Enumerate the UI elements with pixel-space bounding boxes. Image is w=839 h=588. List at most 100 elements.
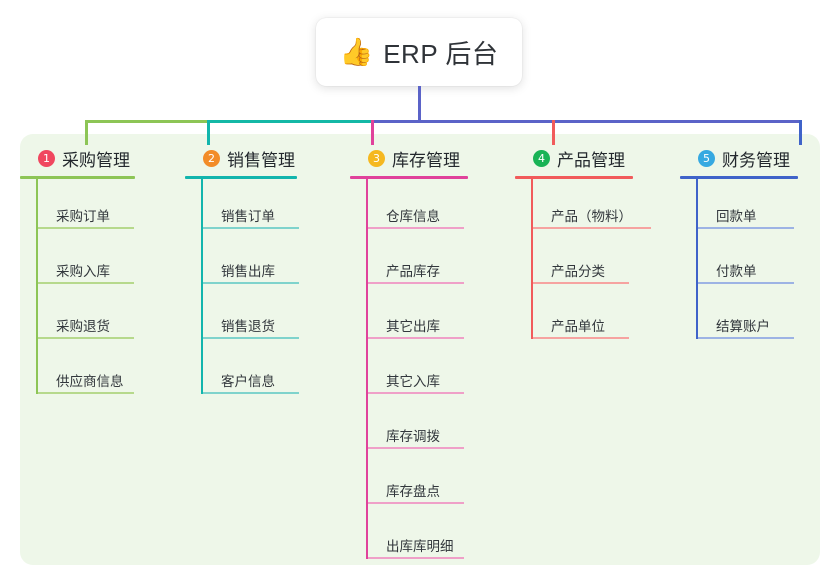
- leaf-rule: [368, 337, 464, 339]
- drop-connector-2: [207, 120, 210, 145]
- drop-connector-3: [371, 120, 374, 145]
- root-stem-connector: [418, 86, 421, 122]
- leaf-label: 采购退货: [56, 319, 110, 334]
- leaf-label: 产品（物料）: [551, 209, 632, 224]
- diagram-panel: [20, 134, 820, 565]
- column-badge-5: 5: [698, 149, 715, 167]
- leaf-label: 销售退货: [221, 319, 275, 334]
- column-items-1: 采购订单采购入库采购退货供应商信息: [20, 179, 135, 399]
- leaf-label: 仓库信息: [386, 209, 440, 224]
- leaf-node[interactable]: 出库库明细: [368, 509, 468, 564]
- column-badge-1: 1: [38, 149, 55, 167]
- leaf-rule: [698, 337, 794, 339]
- leaf-rule: [203, 227, 299, 229]
- leaf-rule: [368, 392, 464, 394]
- leaf-rule: [38, 282, 134, 284]
- column-header-5[interactable]: 5 财务管理: [680, 145, 798, 171]
- column-header-2[interactable]: 2 销售管理: [185, 145, 297, 171]
- leaf-node[interactable]: 销售退货: [203, 289, 299, 344]
- leaf-label: 产品库存: [386, 264, 440, 279]
- drop-connector-1: [85, 120, 88, 145]
- column-badge-2: 2: [203, 149, 220, 167]
- bus-segment-1: [85, 120, 210, 123]
- column-rule-2: [185, 176, 297, 179]
- column-trunk-3: [366, 179, 368, 559]
- leaf-node[interactable]: 采购退货: [38, 289, 135, 344]
- column-items-5: 回款单付款单结算账户: [680, 179, 798, 344]
- column-trunk-5: [696, 179, 698, 339]
- leaf-rule: [533, 227, 651, 229]
- leaf-rule: [533, 337, 629, 339]
- leaf-node[interactable]: 供应商信息: [38, 344, 135, 399]
- leaf-label: 其它入库: [386, 374, 440, 389]
- column-header-1[interactable]: 1 采购管理: [20, 145, 135, 171]
- column-title-5: 财务管理: [722, 150, 790, 170]
- column-trunk-1: [36, 179, 38, 394]
- column-items-4: 产品（物料） 产品分类产品单位: [515, 179, 651, 344]
- leaf-node[interactable]: 产品库存: [368, 234, 468, 289]
- leaf-label: 出库库明细: [386, 539, 454, 554]
- leaf-label: 回款单: [716, 209, 757, 224]
- leaf-node[interactable]: 采购订单: [38, 179, 135, 234]
- column-3: 3 库存管理仓库信息产品库存其它出库其它入库库存调拨库存盘点出库库明细: [350, 145, 468, 564]
- column-header-3[interactable]: 3 库存管理: [350, 145, 468, 171]
- column-rule-1: [20, 176, 135, 179]
- column-items-3: 仓库信息产品库存其它出库其它入库库存调拨库存盘点出库库明细: [350, 179, 468, 564]
- bus-segment-3: [371, 120, 802, 123]
- leaf-label: 库存调拨: [386, 429, 440, 444]
- column-rule-3: [350, 176, 468, 179]
- leaf-label: 结算账户: [716, 319, 770, 334]
- column-trunk-2: [201, 179, 203, 394]
- thumbs-up-icon: 👍: [339, 36, 374, 68]
- leaf-label: 客户信息: [221, 374, 275, 389]
- leaf-node[interactable]: 结算账户: [698, 289, 798, 344]
- bus-segment-2: [207, 120, 374, 123]
- leaf-rule: [203, 337, 299, 339]
- leaf-node[interactable]: 产品分类: [533, 234, 633, 289]
- leaf-rule: [533, 282, 629, 284]
- leaf-node[interactable]: 采购入库: [38, 234, 135, 289]
- leaf-label: 供应商信息: [56, 374, 124, 389]
- column-title-2: 销售管理: [227, 150, 295, 170]
- drop-connector-5: [799, 120, 802, 145]
- leaf-node[interactable]: 付款单: [698, 234, 798, 289]
- leaf-label: 产品单位: [551, 319, 605, 334]
- leaf-rule: [203, 392, 299, 394]
- leaf-node[interactable]: 销售订单: [203, 179, 299, 234]
- leaf-node[interactable]: 客户信息: [203, 344, 299, 399]
- leaf-node[interactable]: 仓库信息: [368, 179, 468, 234]
- leaf-rule: [368, 227, 464, 229]
- column-trunk-4: [531, 179, 533, 339]
- leaf-node[interactable]: 库存盘点: [368, 454, 468, 509]
- leaf-label: 产品分类: [551, 264, 605, 279]
- leaf-rule: [368, 447, 464, 449]
- leaf-node[interactable]: 库存调拨: [368, 399, 468, 454]
- leaf-node[interactable]: 其它出库: [368, 289, 468, 344]
- leaf-node[interactable]: 回款单: [698, 179, 798, 234]
- drop-connector-4: [552, 120, 555, 145]
- column-title-1: 采购管理: [62, 150, 130, 170]
- leaf-label: 采购入库: [56, 264, 110, 279]
- column-items-2: 销售订单销售出库销售退货客户信息: [185, 179, 299, 399]
- leaf-rule: [698, 282, 794, 284]
- leaf-label: 库存盘点: [386, 484, 440, 499]
- leaf-label: 付款单: [716, 264, 757, 279]
- leaf-node[interactable]: 销售出库: [203, 234, 299, 289]
- column-2: 2 销售管理销售订单销售出库销售退货客户信息: [185, 145, 299, 399]
- root-node[interactable]: 👍 ERP 后台: [316, 18, 522, 86]
- leaf-node[interactable]: 其它入库: [368, 344, 468, 399]
- column-badge-3: 3: [368, 149, 385, 167]
- column-rule-5: [680, 176, 798, 179]
- leaf-label: 销售出库: [221, 264, 275, 279]
- column-title-3: 库存管理: [392, 150, 460, 170]
- leaf-rule: [38, 392, 134, 394]
- leaf-node[interactable]: 产品（物料）: [533, 179, 651, 234]
- leaf-label: 采购订单: [56, 209, 110, 224]
- leaf-node[interactable]: 产品单位: [533, 289, 633, 344]
- column-5: 5 财务管理回款单付款单结算账户: [680, 145, 798, 344]
- root-title: ERP 后台: [383, 38, 499, 69]
- leaf-rule: [368, 502, 464, 504]
